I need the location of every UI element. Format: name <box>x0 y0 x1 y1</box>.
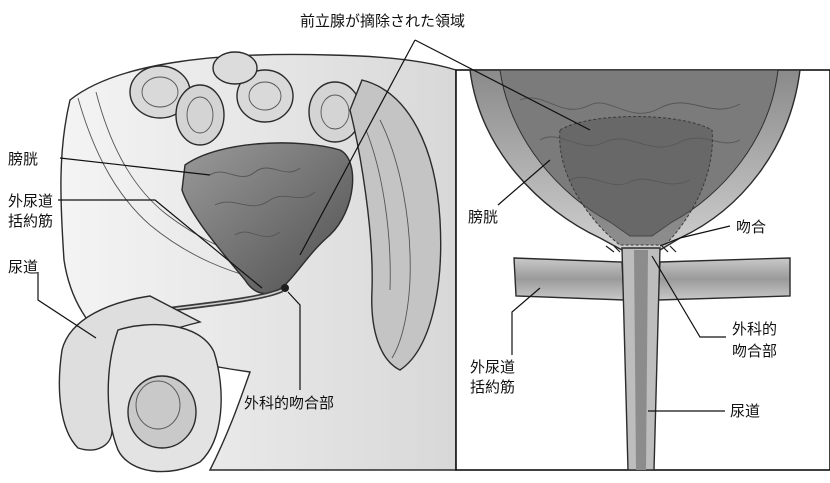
label-removed-prostate-region: 前立腺が摘除された領域 <box>300 12 465 30</box>
label-urethra-left: 尿道 <box>8 258 38 276</box>
anastomosis-left-spot <box>281 284 289 292</box>
label-sphincter-right-line1: 外尿道 <box>470 358 515 376</box>
label-bladder-left: 膀胱 <box>8 150 38 168</box>
testis <box>128 376 196 448</box>
label-sphincter-right-line2: 括約筋 <box>470 378 515 396</box>
label-sphincter-left-line2: 括約筋 <box>8 212 53 230</box>
label-surgical-anastomosis-left: 外科的吻合部 <box>244 394 334 412</box>
label-anastomosis-right: 吻合 <box>736 218 766 236</box>
label-bladder-right: 膀胱 <box>468 208 498 226</box>
sphincter-right-right-band <box>658 258 790 300</box>
sphincter-right-left-band <box>514 258 624 300</box>
label-sphincter-left-line1: 外尿道 <box>8 192 53 210</box>
inset-panel <box>456 70 830 470</box>
label-surgical-anastomosis-right-line2: 吻合部 <box>732 342 777 360</box>
label-surgical-anastomosis-right-line1: 外科的 <box>732 320 777 338</box>
label-urethra-right: 尿道 <box>730 402 760 420</box>
